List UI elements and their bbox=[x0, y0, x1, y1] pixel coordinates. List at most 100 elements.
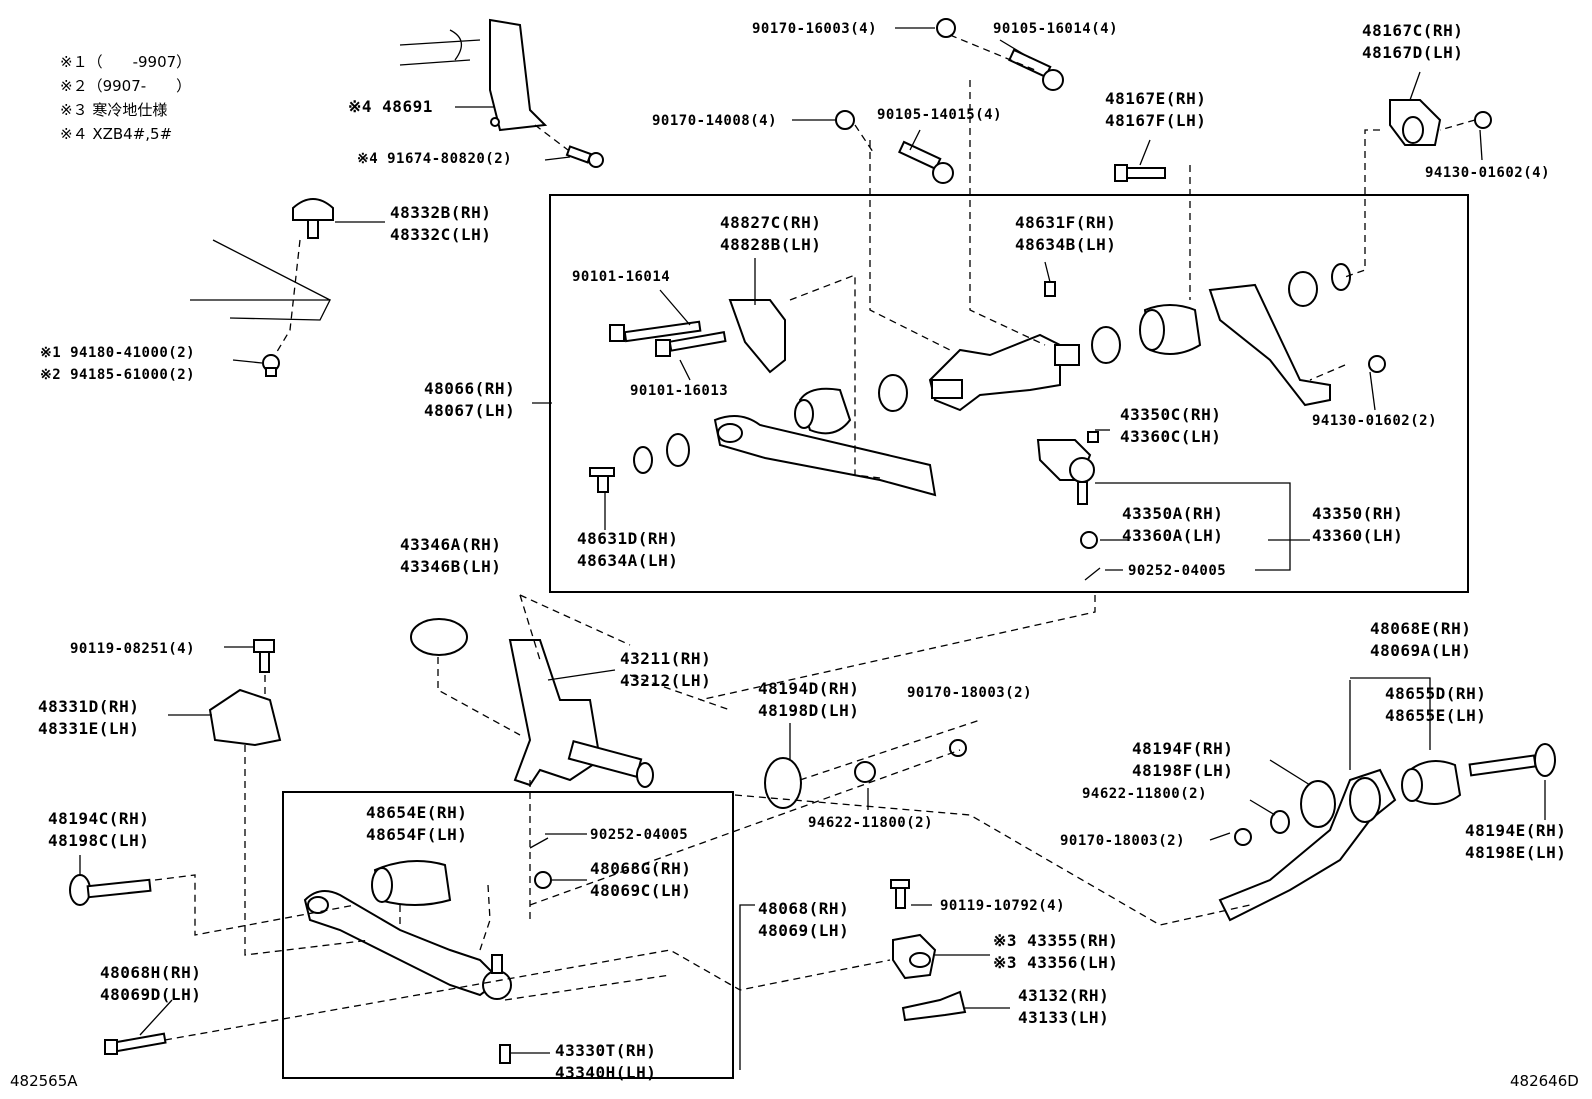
ring-upper-center bbox=[1091, 326, 1121, 364]
bolt-48194c bbox=[69, 874, 152, 906]
stud-43330 bbox=[499, 1044, 511, 1064]
part-label-43330t[interactable]: 43330T(RH)43340H(LH) bbox=[555, 1041, 657, 1082]
part-label-90170-16003[interactable]: 90170-16003(4) bbox=[752, 21, 878, 37]
nut-90170-18003-b bbox=[1234, 828, 1252, 846]
bracket-48331 bbox=[208, 688, 282, 747]
nut-90170-14008 bbox=[835, 110, 855, 130]
bolt-91674 bbox=[565, 145, 604, 168]
ring-48631d-a bbox=[633, 446, 653, 474]
bushing-48655 bbox=[1401, 760, 1462, 805]
ring-upper-right-b bbox=[1331, 263, 1351, 291]
part-label-43211[interactable]: 43211(RH)43212(LH) bbox=[620, 649, 712, 690]
part-label-48068h[interactable]: 48068H(RH)48069D(LH) bbox=[100, 963, 202, 1004]
part-label-48068g[interactable]: 48068G(RH)48069C(LH) bbox=[590, 859, 692, 900]
part-label-43355[interactable]: ※3 43355(RH)※3 43356(LH) bbox=[993, 931, 1119, 972]
part-label-48654[interactable]: 48654E(RH)48654F(LH) bbox=[366, 803, 468, 844]
note-4: ※４ XZB4#,5# bbox=[60, 125, 173, 143]
part-label-48167e[interactable]: 48167E(RH)48167F(LH) bbox=[1105, 89, 1207, 130]
leader-lines bbox=[79, 27, 1546, 1070]
nut-90170-16003 bbox=[936, 18, 956, 38]
lower-arm-right-48068e bbox=[1218, 768, 1397, 922]
bushing-43346 bbox=[410, 618, 468, 656]
ring-48631d-b bbox=[666, 433, 690, 467]
part-label-90101-16014[interactable]: 90101-16014 bbox=[572, 269, 671, 285]
part-label-90105-14015[interactable]: 90105-14015(4) bbox=[877, 107, 1003, 123]
note-2: ※２（9907- ） bbox=[60, 77, 192, 95]
part-label-90105-16014[interactable]: 90105-16014(4) bbox=[993, 21, 1119, 37]
bushing-upper-left bbox=[794, 387, 852, 435]
lower-arm-48068 bbox=[303, 890, 502, 997]
bolt-48194e bbox=[1468, 743, 1556, 777]
cover-43132 bbox=[901, 990, 967, 1022]
washer-94622-a bbox=[854, 761, 876, 783]
part-label-43350c[interactable]: 43350C(RH)43360C(LH) bbox=[1120, 405, 1222, 446]
part-label-48194e[interactable]: 48194E(RH)48198E(LH) bbox=[1465, 821, 1567, 862]
part-label-90170-18003-a[interactable]: 90170-18003(2) bbox=[907, 685, 1033, 701]
part-label-48827c[interactable]: 48827C(RH)48828B(LH) bbox=[720, 213, 822, 254]
part-label-48068[interactable]: 48068(RH)48069(LH) bbox=[758, 899, 850, 940]
part-label-90101-16013[interactable]: 90101-16013 bbox=[630, 383, 729, 399]
washer-94622-b bbox=[1270, 810, 1290, 834]
upper-arm-lower-link bbox=[713, 415, 937, 497]
ball-joint-43350 bbox=[1036, 439, 1095, 505]
nut-43350a bbox=[1080, 531, 1098, 549]
diagram-id-left: 482565A bbox=[10, 1072, 78, 1090]
part-label-94622-11800-a[interactable]: 94622-11800(2) bbox=[808, 815, 934, 831]
part-label-43346[interactable]: 43346A(RH)43346B(LH) bbox=[400, 535, 502, 576]
part-label-43350a[interactable]: 43350A(RH)43360A(LH) bbox=[1122, 504, 1224, 545]
nut-94130-lower bbox=[1368, 355, 1386, 373]
bracket-48827 bbox=[728, 299, 786, 374]
ring-upper-right-a bbox=[1288, 271, 1318, 307]
part-label-48332[interactable]: 48332B(RH)48332C(LH) bbox=[390, 203, 492, 244]
bracket-48691 bbox=[399, 18, 548, 132]
bolt-90105-14015 bbox=[898, 140, 954, 184]
part-label-48631d[interactable]: 48631D(RH)48634A(LH) bbox=[577, 529, 679, 570]
part-label-48331[interactable]: 48331D(RH)48331E(LH) bbox=[38, 697, 140, 738]
part-label-48631f[interactable]: 48631F(RH)48634B(LH) bbox=[1015, 213, 1117, 254]
part-label-48167c[interactable]: 48167C(RH)48167D(LH) bbox=[1362, 21, 1464, 62]
part-label-48194d[interactable]: 48194D(RH)48198D(LH) bbox=[758, 679, 860, 720]
part-label-90252-04005-upper[interactable]: 90252-04005 bbox=[1128, 563, 1227, 579]
cotter-pin-lower bbox=[529, 837, 549, 849]
nut-48068g bbox=[534, 871, 552, 889]
ball-joint-lower bbox=[482, 954, 512, 1000]
nut-94180 bbox=[262, 354, 280, 377]
part-label-94130-01602-4[interactable]: 94130-01602(4) bbox=[1425, 165, 1551, 181]
assembly-dash-lines bbox=[154, 34, 1476, 1041]
bolt-90119-08251 bbox=[253, 639, 275, 673]
part-label-43132[interactable]: 43132(RH)43133(LH) bbox=[1018, 986, 1110, 1027]
bolt-90105-16014 bbox=[1008, 48, 1064, 91]
part-label-90252-04005-lower[interactable]: 90252-04005 bbox=[590, 827, 689, 843]
bolt-48068h bbox=[104, 1032, 167, 1055]
lower-arm-assembly-frame bbox=[282, 791, 734, 1079]
part-label-48068e[interactable]: 48068E(RH)48069A(LH) bbox=[1370, 619, 1472, 660]
cam-plate-48194f bbox=[1300, 780, 1336, 828]
knuckle-43211 bbox=[508, 639, 654, 788]
part-label-90170-18003-b[interactable]: 90170-18003(2) bbox=[1060, 833, 1186, 849]
bolt-90101-16014 bbox=[609, 320, 702, 343]
note-3: ※３ 寒冷地仕様 bbox=[60, 101, 168, 119]
part-label-94180[interactable]: ※1 94180-41000(2)※2 94185-61000(2) bbox=[40, 345, 196, 383]
part-label-91674-80820[interactable]: ※4 91674-80820(2) bbox=[357, 151, 513, 167]
part-label-90119-10792[interactable]: 90119-10792(4) bbox=[940, 898, 1066, 914]
bracket-43355 bbox=[892, 933, 937, 980]
footnote-legend: ※１（ -9907） ※２（9907- ） ※３ 寒冷地仕様 ※４ XZB4#,… bbox=[60, 50, 191, 146]
part-label-43350[interactable]: 43350(RH)43360(LH) bbox=[1312, 504, 1404, 545]
ring-upper-left bbox=[878, 374, 908, 412]
part-label-48194f[interactable]: 48194F(RH)48198F(LH) bbox=[1132, 739, 1234, 780]
part-label-94130-01602-2[interactable]: 94130-01602(2) bbox=[1312, 413, 1438, 429]
bushing-48654 bbox=[371, 860, 452, 906]
note-1: ※１（ -9907） bbox=[60, 53, 192, 71]
part-label-48194c[interactable]: 48194C(RH)48198C(LH) bbox=[48, 809, 150, 850]
part-label-90119-08251[interactable]: 90119-08251(4) bbox=[70, 641, 196, 657]
part-label-48691[interactable]: ※4 48691 bbox=[348, 97, 433, 116]
part-label-48655[interactable]: 48655D(RH)48655E(LH) bbox=[1385, 684, 1487, 725]
upper-arm-assembly-frame bbox=[549, 194, 1469, 593]
part-label-48066[interactable]: 48066(RH)48067(LH) bbox=[424, 379, 516, 420]
upper-arm-right-link bbox=[1208, 283, 1331, 407]
bushing-48167c bbox=[1389, 99, 1442, 146]
part-label-94622-11800-b[interactable]: 94622-11800(2) bbox=[1082, 786, 1208, 802]
nut-94130-top bbox=[1474, 111, 1492, 129]
bump-stopper-48332 bbox=[190, 198, 334, 321]
part-label-90170-14008[interactable]: 90170-14008(4) bbox=[652, 113, 778, 129]
